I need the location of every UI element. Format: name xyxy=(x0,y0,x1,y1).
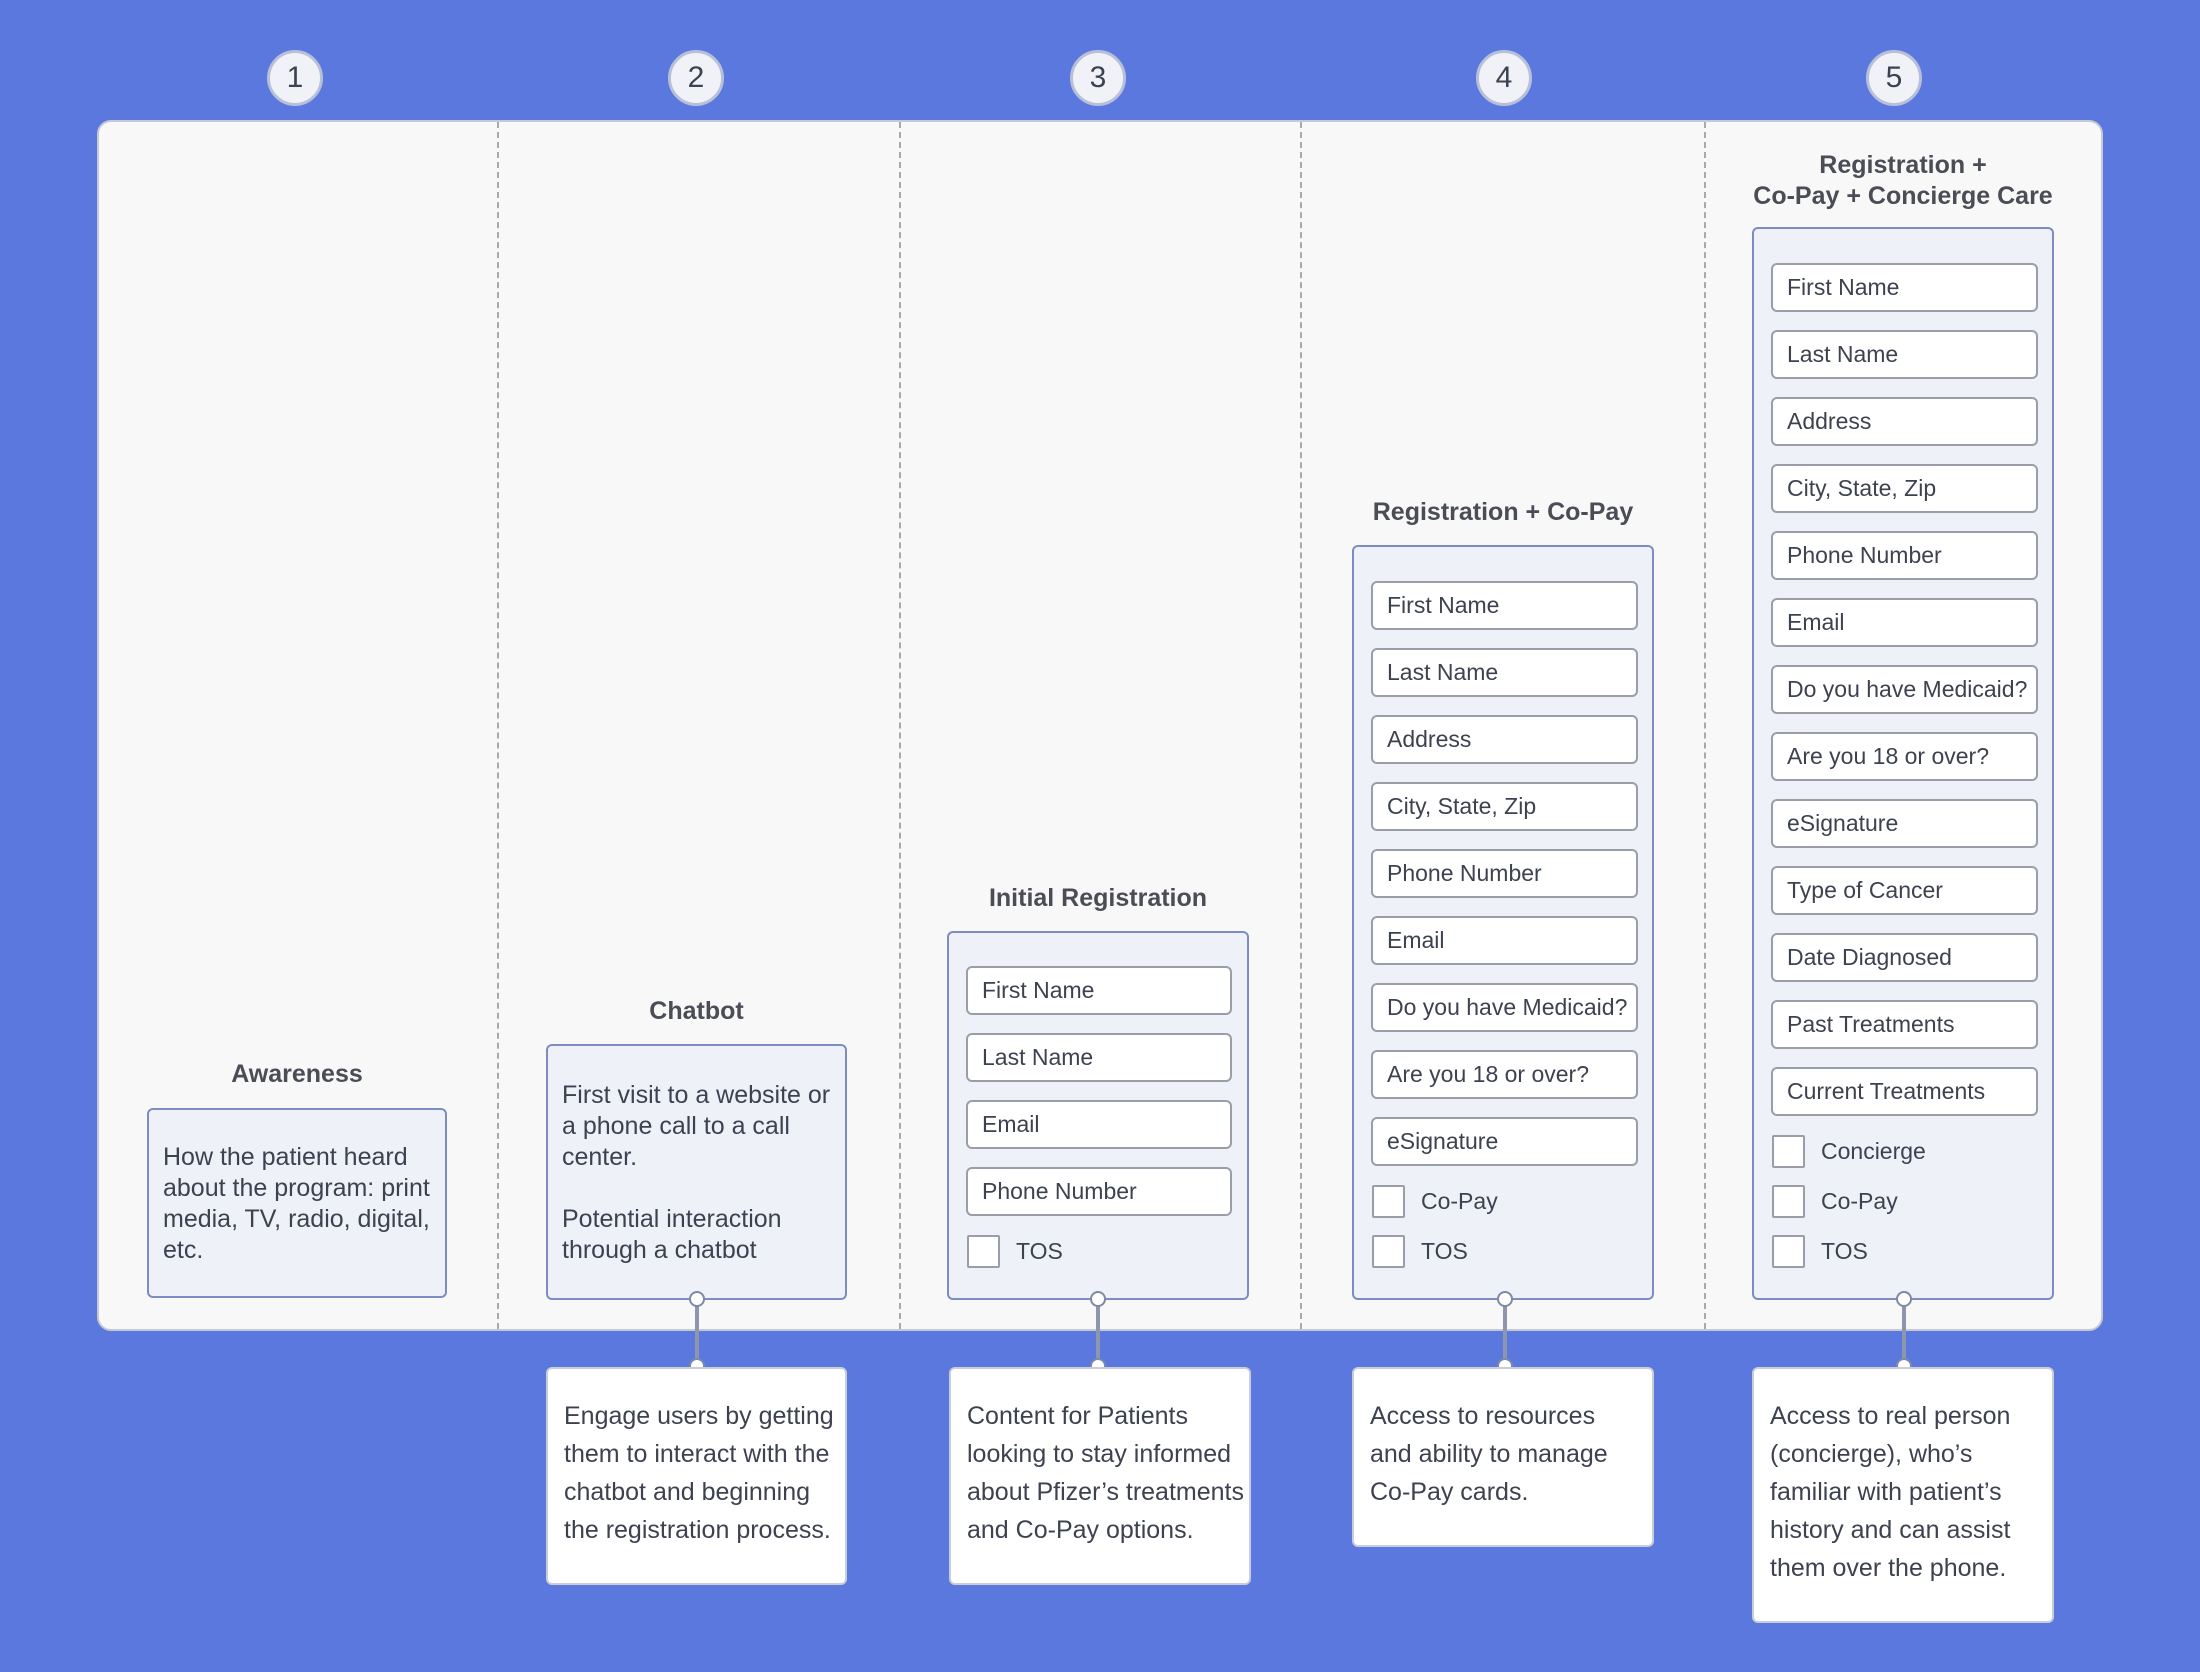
past-treatments-field[interactable]: Past Treatments xyxy=(1771,1000,2038,1049)
concierge-checkbox[interactable] xyxy=(1772,1134,1805,1168)
stage-divider xyxy=(899,122,901,1329)
stage-divider xyxy=(1704,122,1706,1329)
copay-label: Co-Pay xyxy=(1421,1187,1498,1214)
tos-checkbox-row[interactable]: TOS xyxy=(1772,1234,1868,1268)
tos-checkbox[interactable] xyxy=(1772,1234,1805,1268)
step-5-badge: 5 xyxy=(1866,50,1922,106)
initial-connector xyxy=(1096,1300,1100,1366)
initial-registration-title: Initial Registration xyxy=(988,884,1208,912)
copay-note: Access to resources and ability to manag… xyxy=(1352,1367,1654,1547)
chatbot-description: First visit to a website or a phone call… xyxy=(562,1081,831,1264)
initial-note: Content for Patients looking to stay inf… xyxy=(949,1367,1251,1585)
tos-checkbox-row[interactable]: TOS xyxy=(967,1234,1063,1268)
copay-checkbox-row[interactable]: Co-Pay xyxy=(1372,1184,1498,1218)
city-state-zip-field[interactable]: City, State, Zip xyxy=(1371,782,1638,831)
first-name-field[interactable]: First Name xyxy=(1771,263,2038,312)
copay-registration-form: First Name Last Name Address City, State… xyxy=(1352,545,1654,1300)
chatbot-note-text: Engage users by getting them to interact… xyxy=(564,1402,834,1544)
copay-checkbox-row[interactable]: Co-Pay xyxy=(1772,1184,1898,1218)
email-field[interactable]: Email xyxy=(966,1100,1232,1149)
last-name-field[interactable]: Last Name xyxy=(966,1033,1232,1082)
concierge-note-text: Access to real person (concierge), who’s… xyxy=(1770,1402,2011,1582)
initial-note-text: Content for Patients looking to stay inf… xyxy=(967,1402,1244,1544)
copay-note-text: Access to resources and ability to manag… xyxy=(1370,1402,1608,1506)
chatbot-card: First visit to a website or a phone call… xyxy=(546,1044,847,1300)
phone-number-field[interactable]: Phone Number xyxy=(1371,849,1638,898)
city-state-zip-field[interactable]: City, State, Zip xyxy=(1771,464,2038,513)
concierge-connector-top-dot xyxy=(1896,1291,1912,1307)
concierge-checkbox-row[interactable]: Concierge xyxy=(1772,1134,1926,1168)
copay-connector xyxy=(1503,1300,1507,1366)
phone-number-field[interactable]: Phone Number xyxy=(966,1167,1232,1216)
stage-divider xyxy=(497,122,499,1329)
concierge-registration-form: First Name Last Name Address City, State… xyxy=(1752,227,2054,1300)
type-of-cancer-field[interactable]: Type of Cancer xyxy=(1771,866,2038,915)
age-18-field[interactable]: Are you 18 or over? xyxy=(1371,1050,1638,1099)
stage-divider xyxy=(1300,122,1302,1329)
concierge-note: Access to real person (concierge), who’s… xyxy=(1752,1367,2054,1623)
chatbot-title: Chatbot xyxy=(649,997,744,1025)
chatbot-connector-top-dot xyxy=(689,1291,705,1307)
copay-label: Co-Pay xyxy=(1821,1187,1898,1214)
last-name-field[interactable]: Last Name xyxy=(1371,648,1638,697)
chatbot-note: Engage users by getting them to interact… xyxy=(546,1367,847,1585)
esignature-field[interactable]: eSignature xyxy=(1371,1117,1638,1166)
copay-registration-title: Registration + Co-Pay xyxy=(1372,498,1634,526)
step-2-badge: 2 xyxy=(668,50,724,106)
concierge-registration-title: Registration + Co-Pay + Concierge Care xyxy=(1752,150,2054,212)
last-name-field[interactable]: Last Name xyxy=(1771,330,2038,379)
age-18-field[interactable]: Are you 18 or over? xyxy=(1771,732,2038,781)
copay-checkbox[interactable] xyxy=(1772,1184,1805,1218)
medicaid-field[interactable]: Do you have Medicaid? xyxy=(1771,665,2038,714)
email-field[interactable]: Email xyxy=(1771,598,2038,647)
first-name-field[interactable]: First Name xyxy=(1371,581,1638,630)
first-name-field[interactable]: First Name xyxy=(966,966,1232,1015)
tos-label: TOS xyxy=(1421,1237,1468,1264)
address-field[interactable]: Address xyxy=(1771,397,2038,446)
concierge-connector xyxy=(1902,1300,1906,1366)
step-1-badge: 1 xyxy=(267,50,323,106)
medicaid-field[interactable]: Do you have Medicaid? xyxy=(1371,983,1638,1032)
current-treatments-field[interactable]: Current Treatments xyxy=(1771,1067,2038,1116)
tos-label: TOS xyxy=(1016,1237,1063,1264)
concierge-label: Concierge xyxy=(1821,1137,1926,1164)
tos-checkbox-row[interactable]: TOS xyxy=(1372,1234,1468,1268)
awareness-description: How the patient heard about the program:… xyxy=(163,1143,430,1264)
email-field[interactable]: Email xyxy=(1371,916,1638,965)
date-diagnosed-field[interactable]: Date Diagnosed xyxy=(1771,933,2038,982)
concierge-title-line-2: Co-Pay + Concierge Care xyxy=(1753,182,2053,210)
phone-number-field[interactable]: Phone Number xyxy=(1771,531,2038,580)
concierge-title-line-1: Registration + xyxy=(1819,151,1987,179)
tos-checkbox[interactable] xyxy=(1372,1234,1405,1268)
step-4-badge: 4 xyxy=(1476,50,1532,106)
copay-checkbox[interactable] xyxy=(1372,1184,1405,1218)
copay-connector-top-dot xyxy=(1497,1291,1513,1307)
tos-label: TOS xyxy=(1821,1237,1868,1264)
awareness-card: How the patient heard about the program:… xyxy=(147,1108,447,1298)
chatbot-connector xyxy=(695,1300,699,1366)
esignature-field[interactable]: eSignature xyxy=(1771,799,2038,848)
initial-connector-top-dot xyxy=(1090,1291,1106,1307)
awareness-title: Awareness xyxy=(231,1060,363,1088)
initial-registration-form: First Name Last Name Email Phone Number … xyxy=(947,931,1249,1300)
tos-checkbox[interactable] xyxy=(967,1234,1000,1268)
step-3-badge: 3 xyxy=(1070,50,1126,106)
address-field[interactable]: Address xyxy=(1371,715,1638,764)
